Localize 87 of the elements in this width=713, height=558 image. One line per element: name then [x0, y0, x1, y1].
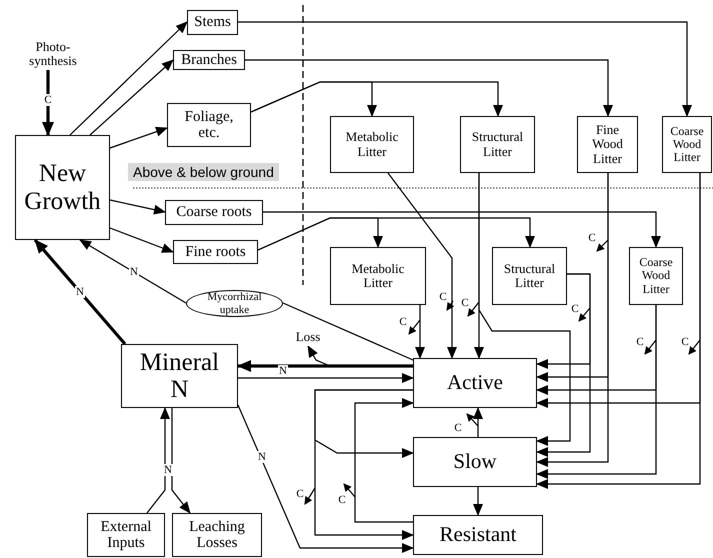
- box-label: Structural Litter: [502, 262, 556, 290]
- pool-box: [330, 247, 426, 305]
- arrow: [354, 398, 414, 523]
- arrow: [238, 373, 414, 383]
- arrow: [110, 126, 168, 149]
- arrow: [34, 238, 126, 346]
- pool-box: [121, 344, 238, 408]
- box-label: Structural Litter: [470, 130, 524, 159]
- arrow: [536, 305, 657, 479]
- flux-label: C: [636, 336, 644, 348]
- pool-box: [577, 116, 638, 173]
- box-label: Mycorrhizal uptake: [206, 291, 263, 316]
- pool-box: [173, 240, 258, 264]
- flux-label: C: [461, 297, 469, 309]
- box-label: Coarse roots: [176, 204, 252, 221]
- box-label: Fine roots: [185, 244, 246, 260]
- edge-label: N: [163, 464, 173, 476]
- arrow: [473, 407, 483, 437]
- box-label: Leaching Losses: [188, 518, 246, 552]
- edge-label: N: [257, 451, 267, 463]
- arrow: [146, 407, 170, 514]
- box-label: Coarse Wood Litter: [638, 256, 674, 296]
- edge-label: N: [278, 365, 288, 377]
- pool-box: [187, 10, 238, 35]
- flux-label: C: [571, 303, 579, 315]
- arrow: [307, 345, 413, 367]
- edge-label: C: [43, 94, 53, 106]
- arrow: [238, 21, 692, 117]
- arrow: [536, 173, 701, 489]
- box-label: External Inputs: [100, 518, 152, 552]
- pool-box: [629, 247, 683, 305]
- pool-box: [87, 513, 165, 557]
- box-label: Resistant: [440, 523, 516, 547]
- box-label: New Growth: [23, 160, 102, 215]
- arrow: [536, 273, 591, 457]
- flux-label: C: [439, 291, 447, 303]
- box-label: Metabolic Litter: [350, 262, 406, 290]
- pool-box: [413, 515, 543, 555]
- arrow: [237, 360, 413, 372]
- arrow: [473, 487, 483, 516]
- flux-label: C: [681, 336, 689, 348]
- region-label: Above & below ground: [128, 163, 279, 181]
- arrow: [42, 70, 54, 136]
- arrow: [415, 305, 425, 359]
- box-label: Stems: [194, 14, 231, 31]
- pool-box: [167, 103, 251, 147]
- flux-label: C: [338, 494, 346, 506]
- flux-label: C: [588, 232, 596, 244]
- arrow: [237, 404, 414, 553]
- flux-label: C: [454, 422, 462, 434]
- box-label: Metabolic Litter: [344, 130, 400, 159]
- arrow: [478, 173, 571, 446]
- edge-label: N: [75, 286, 85, 298]
- box-label: Coarse Wood Litter: [669, 124, 705, 164]
- pool-box: [173, 50, 245, 70]
- pool-box: [165, 200, 263, 225]
- arrow: [171, 408, 191, 514]
- box-label: Foliage, etc.: [184, 108, 234, 142]
- arrow: [110, 199, 166, 215]
- box-label: Branches: [181, 52, 237, 68]
- arrow: [110, 227, 174, 253]
- pool-box: [15, 135, 110, 240]
- box-label: Slow: [453, 450, 497, 474]
- edge-label: N: [129, 266, 139, 278]
- connector-line: [282, 302, 414, 361]
- arrow: [536, 173, 609, 467]
- box-label: Fine Wood Litter: [591, 123, 624, 166]
- pool-box: [172, 513, 262, 557]
- flux-label: C: [399, 316, 407, 328]
- arrow: [79, 239, 186, 304]
- arrow: [245, 59, 613, 117]
- arrow: [263, 211, 661, 248]
- pool-box: [492, 247, 567, 305]
- pool-box: [413, 437, 537, 487]
- pool-box: [330, 116, 414, 173]
- pool-box: [460, 116, 535, 173]
- box-label: Active: [447, 371, 503, 395]
- pool-box: [662, 116, 712, 173]
- arrow: [258, 217, 535, 251]
- pool-box: [413, 358, 537, 408]
- box-label: Mineral N: [138, 348, 220, 404]
- flux-label: C: [296, 488, 304, 500]
- arrow: [70, 21, 188, 136]
- arrow: [314, 389, 414, 540]
- arrow: [90, 59, 174, 136]
- arrow: [250, 81, 503, 117]
- arrow: [388, 172, 457, 359]
